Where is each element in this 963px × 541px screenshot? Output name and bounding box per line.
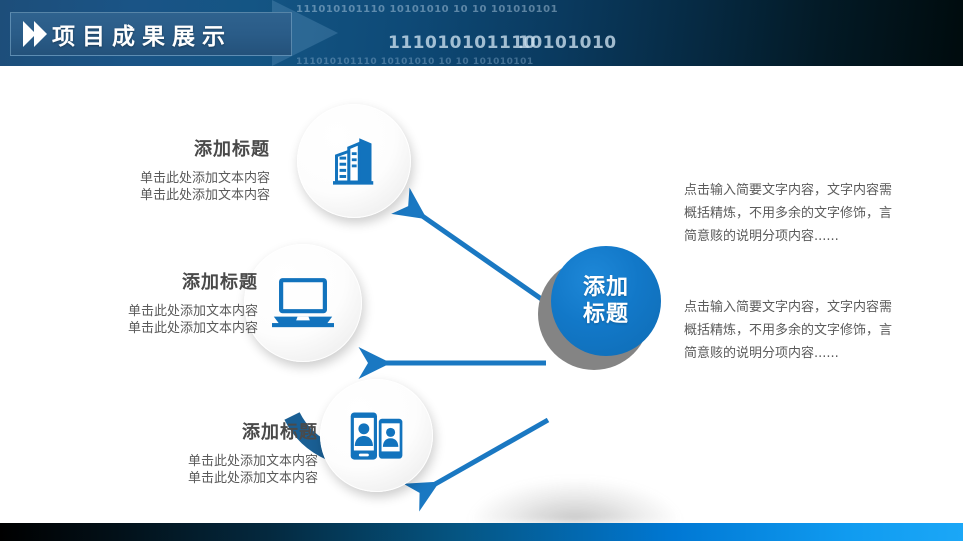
paragraph-2: 点击输入简要文字内容，文字内容需概括精炼，不用多余的文字修饰，言简意赅的说明分项…: [684, 300, 893, 361]
footer-glow-decor: [470, 479, 680, 523]
header-binary-decor-bottom: 111010101110 10101010 10 10 101010101: [296, 57, 534, 66]
page-title-block: 项目成果展示: [10, 12, 292, 56]
center-circle[interactable]: 添加 标题: [551, 246, 661, 356]
node-circle-mobile-contacts[interactable]: [320, 379, 433, 492]
center-title-line-2: 标题: [582, 302, 629, 327]
paragraph-1: 点击输入简要文字内容，文字内容需概括精炼，不用多余的文字修饰，言简意赅的说明分项…: [684, 183, 893, 244]
text-group-3-line-1: 单击此处添加文本内容: [187, 454, 318, 469]
chevron-right-icon-2: [34, 21, 47, 47]
arrow-to-node-1: [391, 187, 552, 308]
node-circle-building[interactable]: [297, 104, 411, 218]
text-group-3-title: 添加标题: [242, 422, 318, 443]
double-chevron-right-icon: [23, 21, 47, 47]
footer-gradient-bar: [0, 523, 963, 541]
page-title: 项目成果展示: [52, 24, 232, 50]
text-group-1-title: 添加标题: [194, 139, 270, 160]
text-group-2-title: 添加标题: [182, 272, 258, 293]
mobile-contacts-icon: [350, 411, 402, 460]
header-binary-decor-top: 111010101110 10101010 10 10 101010101: [296, 4, 559, 15]
text-group-3-line-2: 单击此处添加文本内容: [187, 471, 318, 486]
text-group-2-line-1: 单击此处添加文本内容: [127, 304, 258, 319]
building-icon: [333, 138, 374, 185]
chevron-right-icon-1: [23, 21, 36, 47]
node-circle-laptop[interactable]: [244, 244, 362, 362]
text-group-1-line-1: 单击此处添加文本内容: [139, 171, 270, 186]
slide-header: 111010101110 10101010 10 10 101010101 11…: [0, 0, 963, 66]
header-binary-decor-2: 10101010: [518, 33, 617, 53]
arrow-to-node-3: [403, 417, 550, 512]
text-group-3: 添加标题 单击此处添加文本内容 单击此处添加文本内容: [88, 418, 318, 487]
laptop-icon: [272, 278, 334, 328]
text-group-2-line-2: 单击此处添加文本内容: [127, 321, 258, 336]
center-title-line-1: 添加: [582, 275, 629, 300]
text-group-2: 添加标题 单击此处添加文本内容 单击此处添加文本内容: [28, 268, 258, 337]
text-group-1: 添加标题 单击此处添加文本内容 单击此处添加文本内容: [40, 135, 270, 204]
text-group-1-line-2: 单击此处添加文本内容: [139, 188, 270, 203]
header-binary-decor-1: 111010101110: [388, 33, 536, 53]
